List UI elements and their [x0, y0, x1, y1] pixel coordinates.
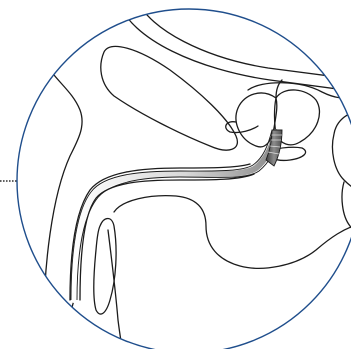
rectum-outline	[332, 112, 351, 192]
bladder-outline	[118, 0, 351, 92]
urethra-outer	[70, 164, 250, 300]
catheter-tube-edge	[71, 130, 272, 300]
catheter-tube	[74, 132, 276, 300]
catheter	[71, 130, 282, 300]
pubic-bone	[101, 46, 238, 150]
scrotum-outline	[114, 196, 351, 269]
magnifier-circle	[17, 9, 351, 349]
catheter-tube-edge-inner	[77, 134, 280, 300]
prostate-left-lobe	[236, 93, 277, 147]
urethra-inner	[80, 174, 254, 300]
body-outline-left	[44, 60, 82, 349]
leader-dots	[0, 180, 17, 182]
